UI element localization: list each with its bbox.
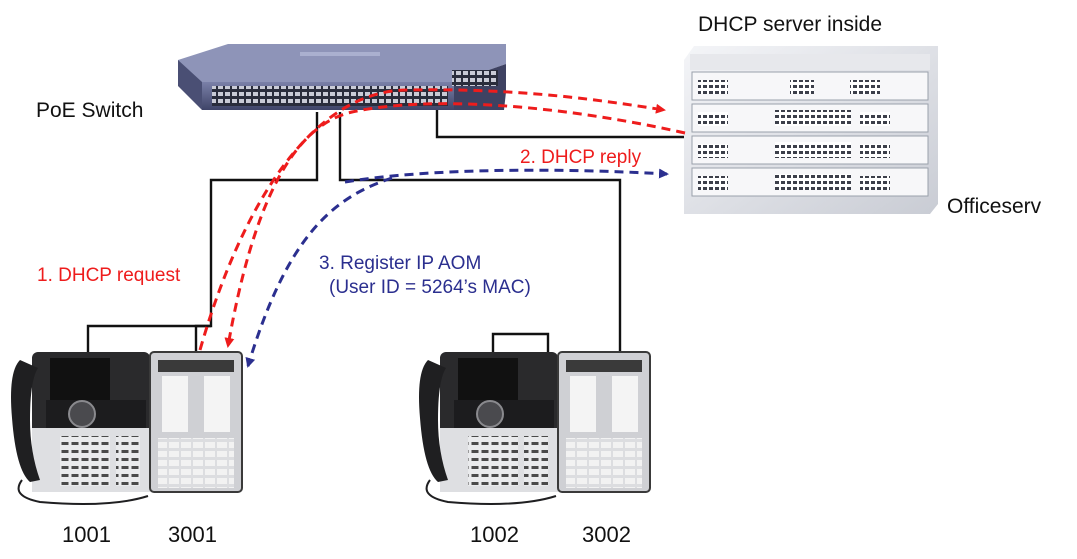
officeserv-device: [684, 46, 938, 214]
register-aom-arrow-to-aom: [245, 176, 393, 368]
dhcp-request-label: 1. DHCP request: [37, 265, 181, 286]
dhcp-server-label: DHCP server inside: [698, 13, 883, 36]
poe-switch-device: [178, 44, 506, 110]
phone-1001-device: [11, 352, 150, 505]
extension-1002-label: 1002: [470, 522, 519, 547]
aom-3002-device: [557, 351, 651, 493]
cable-switch-to-phone2: [338, 112, 622, 352]
dhcp-request-arrow: [198, 88, 666, 351]
extension-3002-label: 3002: [582, 522, 631, 547]
cable-switch-to-phone1-aom: [194, 324, 211, 352]
phone-1002-device: [419, 352, 558, 505]
register-aom-label: 3. Register IP AOM (User ID = 5264’s MAC…: [319, 252, 531, 300]
cable-phone2-link: [491, 332, 550, 352]
register-aom-line-2: (User ID = 5264’s MAC): [329, 277, 531, 298]
cable-switch-to-server: [435, 104, 693, 139]
dhcp-reply-label: 2. DHCP reply: [520, 147, 642, 168]
cable-switch-to-phone1: [86, 112, 319, 352]
flow-arrows: [198, 88, 686, 368]
dhcp-reply-arrow: [224, 102, 686, 348]
extension-1001-label: 1001: [62, 522, 111, 547]
register-aom-line-1: 3. Register IP AOM: [319, 253, 482, 274]
extension-3001-label: 3001: [168, 522, 217, 547]
aom-3001-device: [149, 351, 243, 493]
register-aom-arrow-to-server: [344, 168, 669, 184]
officeserv-label: Officeserv: [947, 195, 1042, 218]
poe-switch-label: PoE Switch: [36, 99, 144, 122]
cables: [86, 104, 693, 352]
